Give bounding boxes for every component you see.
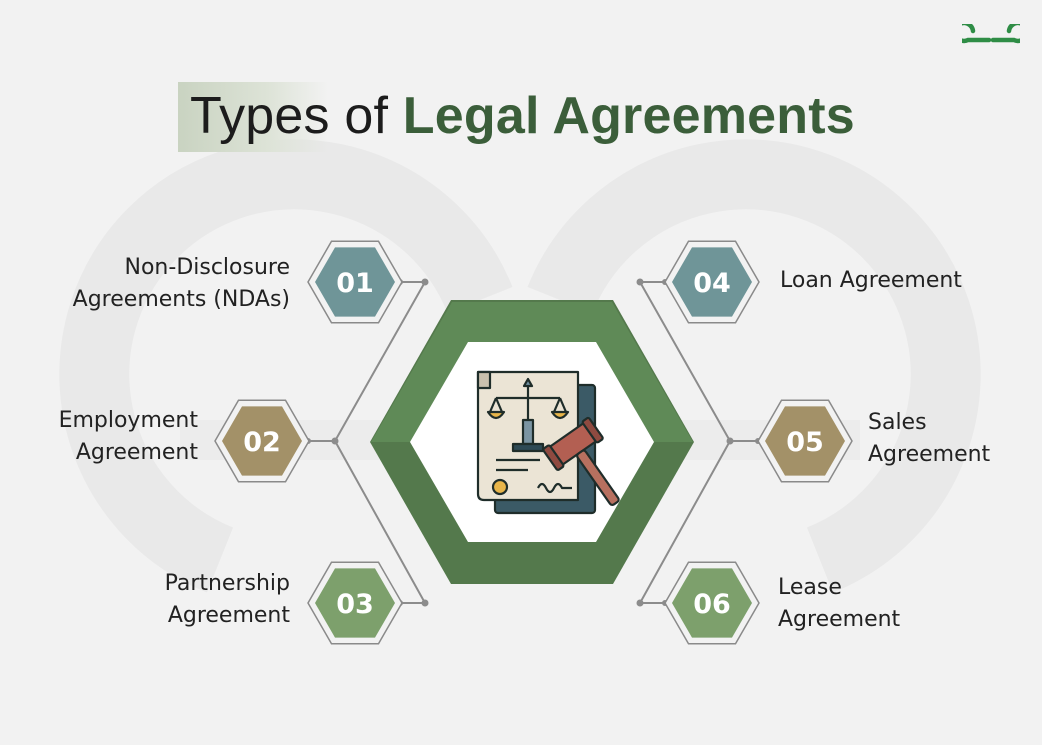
page-title: Types of Legal Agreements — [178, 80, 855, 152]
title-part-1: Types of — [190, 87, 403, 145]
hexagon-number: 04 — [693, 268, 731, 299]
item-label-03: Partnership Agreement — [164, 571, 290, 628]
item-label-02: Employment Agreement — [58, 408, 198, 465]
hexagon-number: 02 — [243, 427, 281, 458]
title-part-2: Legal Agreements — [402, 87, 855, 145]
hexagon-01: 01 — [307, 240, 403, 324]
hexagon-04: 04 — [664, 240, 760, 324]
item-label-05: Sales Agreement — [868, 410, 991, 467]
brand-logo-icon — [962, 24, 1020, 44]
hexagon-fill — [765, 406, 845, 476]
hexagon-02: 02 — [214, 399, 310, 483]
hexagon-number: 03 — [336, 589, 374, 620]
hexagon-fill — [672, 247, 752, 317]
hexagon-fill — [672, 568, 752, 638]
hexagon-number: 06 — [693, 589, 731, 620]
hexagon-number: 05 — [786, 427, 824, 458]
hexagon-03: 03 — [307, 561, 403, 645]
hexagon-fill — [315, 247, 395, 317]
hexagon-number: 01 — [336, 268, 374, 299]
hexagon-fill — [315, 568, 395, 638]
hexagon-fill — [222, 406, 302, 476]
hexagon-05: 05 — [757, 399, 853, 483]
legal-document-icon — [476, 370, 620, 515]
item-label-04: Loan Agreement — [780, 268, 962, 293]
hexagon-06: 06 — [664, 561, 760, 645]
item-label-06: Lease Agreement — [778, 575, 901, 632]
numbered-hexagons: 01 02 03 04 05 06 — [214, 240, 853, 645]
title-highlight — [178, 82, 328, 152]
item-label-01: Non-Disclosure Agreements (NDAs) — [72, 255, 290, 312]
title-block: Types of Legal Agreements — [178, 80, 855, 152]
